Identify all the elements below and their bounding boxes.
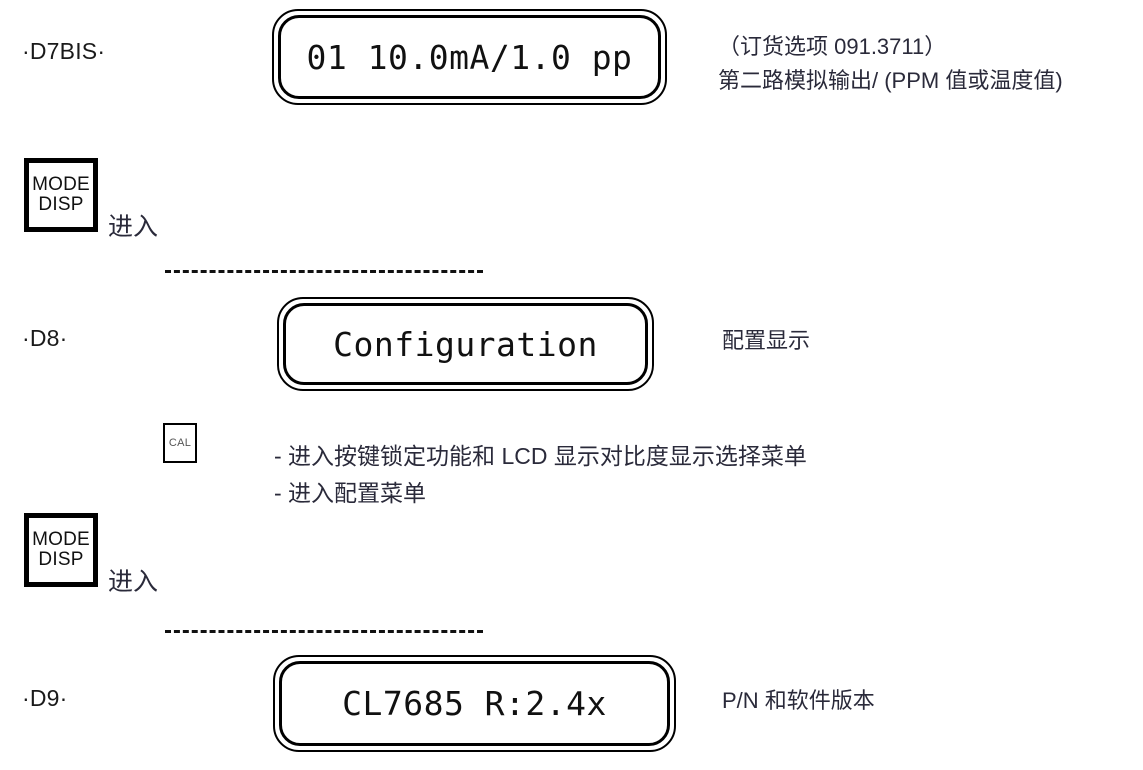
cal-description-list: - 进入按键锁定功能和 LCD 显示对比度显示选择菜单 - 进入配置菜单 bbox=[274, 438, 807, 512]
key-mode-disp-second-line-1: MODE bbox=[32, 529, 90, 551]
lcd-text-d8: Configuration bbox=[333, 324, 598, 364]
dashed-separator-1 bbox=[165, 270, 483, 273]
annotation-d9: P/N 和软件版本 bbox=[722, 684, 875, 718]
lcd-display-d8: Configuration bbox=[277, 297, 654, 391]
cal-description-bullet-1: - 进入按键锁定功能和 LCD 显示对比度显示选择菜单 bbox=[274, 443, 807, 469]
lcd-inner-frame-d8: Configuration bbox=[283, 303, 648, 385]
annotation-d7bis: （订货选项 091.3711） 第二路模拟输出/ (PPM 值或温度值) bbox=[718, 30, 1063, 98]
lcd-text-d7bis: 01 10.0mA/1.0 pp bbox=[306, 37, 633, 77]
key-mode-disp-second[interactable]: MODE DISP bbox=[24, 513, 98, 587]
step-label-d7bis: ·D7BIS· bbox=[22, 38, 106, 64]
lcd-display-d9: CL7685 R:2.4x bbox=[273, 655, 676, 752]
key-mode-disp-first[interactable]: MODE DISP bbox=[24, 158, 98, 232]
key-caption-enter-first: 进入 bbox=[108, 213, 159, 241]
key-caption-enter-second: 进入 bbox=[108, 568, 159, 596]
lcd-inner-frame-d9: CL7685 R:2.4x bbox=[279, 661, 670, 746]
annotation-d8: 配置显示 bbox=[722, 324, 810, 358]
step-label-d9: ·D9· bbox=[22, 685, 68, 711]
annotation-d8-line-1: 配置显示 bbox=[722, 328, 811, 353]
key-cal[interactable]: CAL bbox=[163, 423, 197, 463]
lcd-display-d7bis: 01 10.0mA/1.0 pp bbox=[272, 9, 667, 105]
key-mode-disp-first-line-2: DISP bbox=[38, 194, 84, 215]
lcd-text-d9: CL7685 R:2.4x bbox=[342, 684, 607, 723]
key-cal-label: CAL bbox=[168, 437, 192, 449]
lcd-inner-frame-d7bis: 01 10.0mA/1.0 pp bbox=[278, 15, 661, 99]
key-mode-disp-first-line-1: MODE bbox=[32, 174, 90, 196]
cal-description-bullet-2: - 进入配置菜单 bbox=[274, 479, 427, 506]
annotation-d7bis-line-1: （订货选项 091.3711） bbox=[718, 34, 947, 59]
step-label-d8: ·D8· bbox=[22, 325, 68, 351]
annotation-d7bis-line-2: 第二路模拟输出/ (PPM 值或温度值) bbox=[718, 68, 1063, 94]
key-mode-disp-second-line-2: DISP bbox=[38, 549, 84, 570]
annotation-d9-line-1: P/N 和软件版本 bbox=[722, 688, 875, 713]
dashed-separator-2 bbox=[165, 630, 483, 633]
